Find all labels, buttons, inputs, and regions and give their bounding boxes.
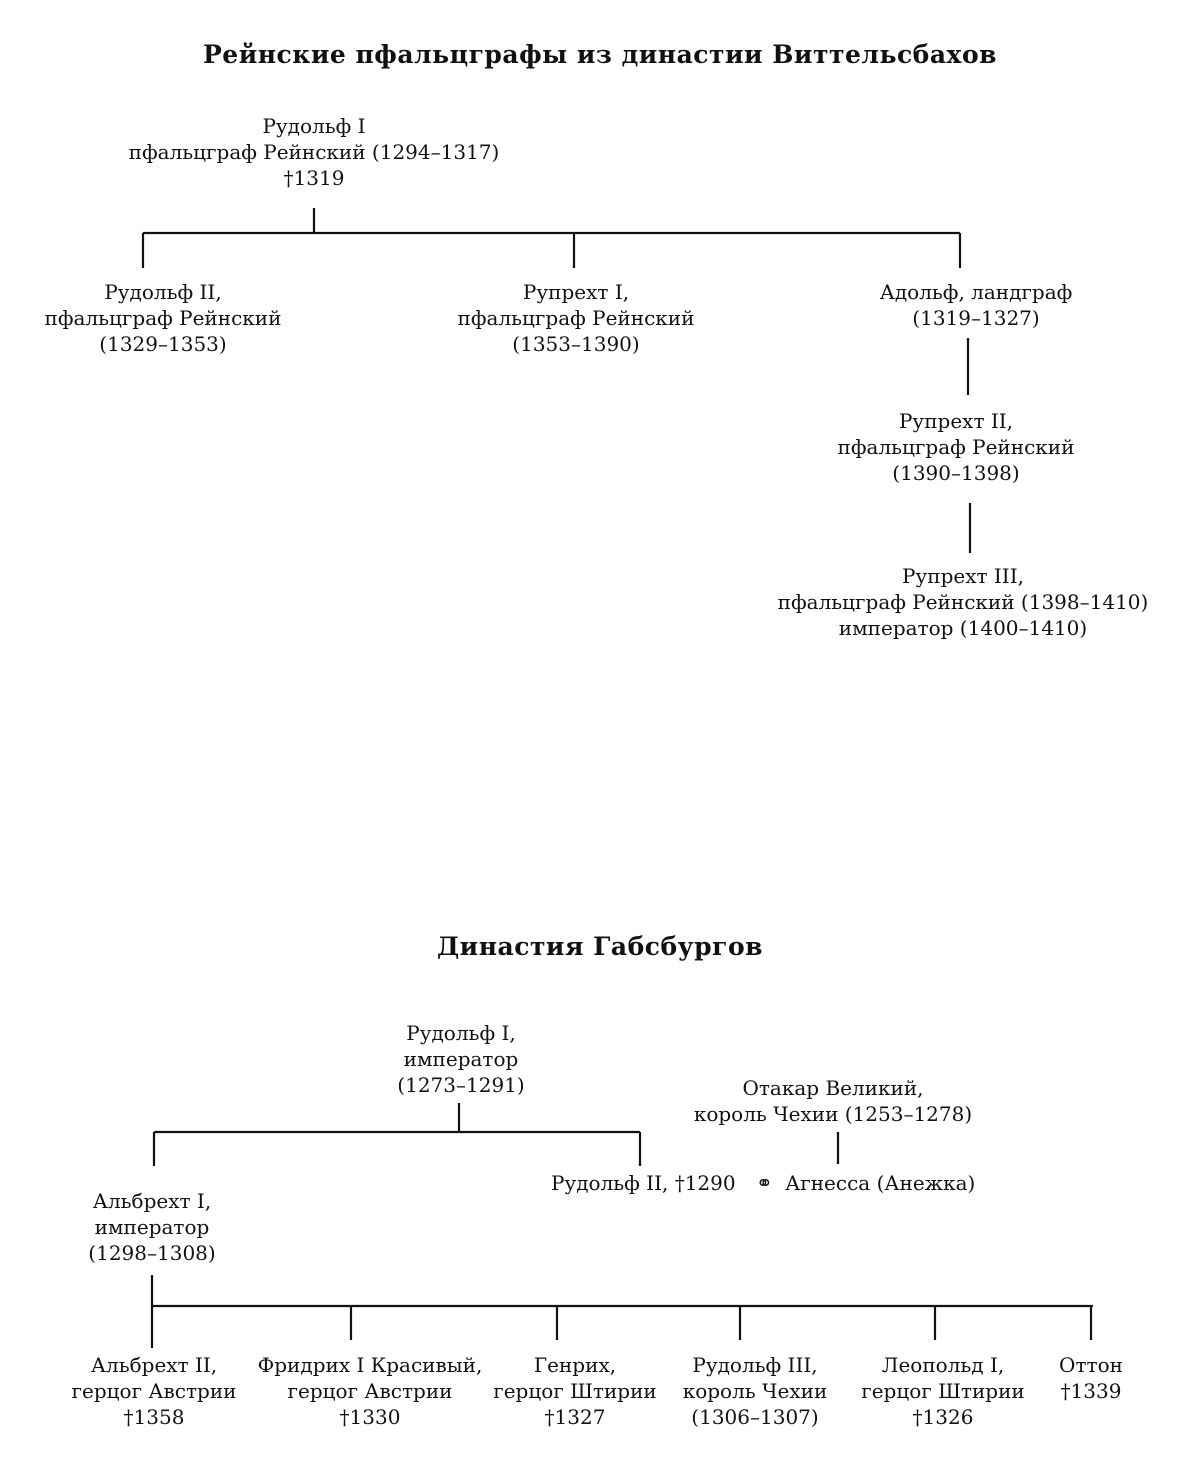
node-line: пфальцграф Рейнский <box>44 306 282 330</box>
node-friedrich-1: Фридрих I Красивый, герцог Австрии †1330 <box>258 1352 483 1430</box>
node-rudolf-1-palatine: Рудольф I пфальцграф Рейнский (1294–1317… <box>129 113 500 191</box>
node-line: Рупрехт II, <box>898 409 1014 433</box>
node-line: (1306–1307) <box>691 1405 819 1429</box>
node-line: Отакар Великий, <box>742 1076 924 1100</box>
node-leopold-1: Леопольд I, герцог Штирии †1326 <box>861 1352 1025 1430</box>
node-rudolf-3: Рудольф III, король Чехии (1306–1307) <box>683 1352 828 1430</box>
node-line: император (1400–1410) <box>838 616 1088 640</box>
node-agnes: Агнесса (Анежка) <box>785 1171 976 1195</box>
node-line: (1329–1353) <box>99 332 227 356</box>
node-line: Оттон <box>1059 1353 1123 1377</box>
node-line: Альбрехт II, <box>90 1353 218 1377</box>
node-line: король Чехии <box>682 1379 828 1403</box>
node-line: Рудольф III, <box>692 1353 818 1377</box>
node-line: Рудольф II, <box>104 280 222 304</box>
node-line: (1319–1327) <box>912 306 1040 330</box>
node-line: герцог Штирии <box>861 1379 1025 1403</box>
node-rudolf-2-palatine: Рудольф II, пфальцграф Рейнский (1329–13… <box>45 279 282 357</box>
node-line: (1390–1398) <box>892 461 1020 485</box>
node-line: пфальцграф Рейнский (1398–1410) <box>777 590 1149 614</box>
wittelsbach-title: Рейнские пфальцграфы из династии Виттель… <box>203 40 997 69</box>
node-line: Рупрехт I, <box>522 280 630 304</box>
node-heinrich: Генрих, герцог Штирии †1327 <box>493 1352 657 1430</box>
node-line: император <box>94 1215 210 1239</box>
node-line: †1327 <box>544 1405 606 1429</box>
node-line: Фридрих I Красивый, <box>257 1353 483 1377</box>
node-line: (1298–1308) <box>88 1241 216 1265</box>
node-line: император <box>403 1047 519 1071</box>
node-line: †1319 <box>283 166 345 190</box>
node-line: пфальцграф Рейнский (1294–1317) <box>128 140 500 164</box>
node-line: герцог Австрии <box>71 1379 237 1403</box>
node-line: герцог Штирии <box>493 1379 657 1403</box>
node-ruprecht-1: Рупрехт I, пфальцграф Рейнский (1353–139… <box>458 279 695 357</box>
node-line: †1339 <box>1060 1379 1122 1403</box>
node-line: †1330 <box>339 1405 401 1429</box>
habsburg-title: Династия Габсбургов <box>436 932 764 961</box>
node-line: †1358 <box>123 1405 185 1429</box>
node-ruprecht-2: Рупрехт II, пфальцграф Рейнский (1390–13… <box>838 408 1075 486</box>
node-rudolf-1-emperor: Рудольф I, император (1273–1291) <box>397 1020 524 1098</box>
node-adolf: Адольф, ландграф (1319–1327) <box>880 279 1073 331</box>
node-otto: Оттон †1339 <box>1059 1352 1123 1404</box>
node-line: Рудольф I, <box>406 1021 516 1045</box>
marriage-symbol-icon: ⚭ <box>755 1171 773 1195</box>
node-line: герцог Австрии <box>287 1379 453 1403</box>
node-ruprecht-3: Рупрехт III, пфальцграф Рейнский (1398–1… <box>778 563 1149 641</box>
marriage-line: Рудольф II, †1290 ⚭ Агнесса (Анежка) <box>551 1170 975 1196</box>
node-otakar: Отакар Великий, король Чехии (1253–1278) <box>694 1075 972 1127</box>
node-line: Леопольд I, <box>881 1353 1005 1377</box>
node-line: †1326 <box>912 1405 974 1429</box>
node-line: король Чехии (1253–1278) <box>693 1102 973 1126</box>
node-line: Адольф, ландграф <box>879 280 1073 304</box>
node-rudolf-2-habsburg: Рудольф II, †1290 <box>551 1171 736 1195</box>
node-albrecht-1: Альбрехт I, император (1298–1308) <box>88 1188 215 1266</box>
node-line: Генрих, <box>533 1353 617 1377</box>
node-line: Альбрехт I, <box>92 1189 212 1213</box>
node-albrecht-2: Альбрехт II, герцог Австрии †1358 <box>72 1352 237 1430</box>
node-line: Рупрехт III, <box>902 564 1024 588</box>
node-line: пфальцграф Рейнский <box>837 435 1075 459</box>
node-line: Рудольф I <box>262 114 366 138</box>
node-line: (1273–1291) <box>397 1073 525 1097</box>
node-line: (1353–1390) <box>512 332 640 356</box>
node-line: пфальцграф Рейнский <box>457 306 695 330</box>
